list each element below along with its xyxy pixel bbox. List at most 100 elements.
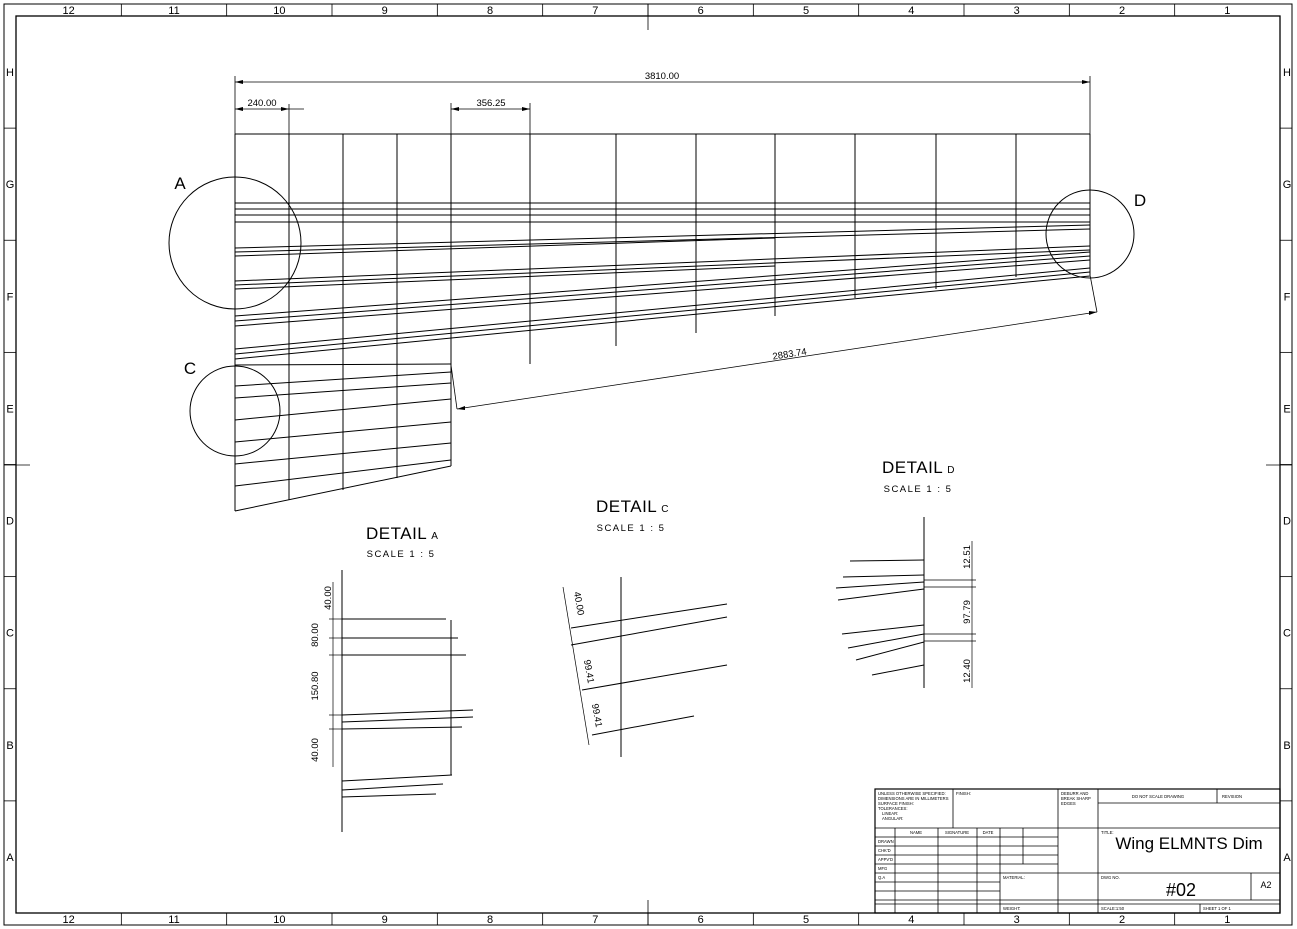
title-label: TITLE: bbox=[1101, 830, 1114, 835]
overall-span-dimension: 3810.00 bbox=[645, 71, 679, 82]
diagonal-dimension: 2883.74 bbox=[772, 347, 808, 363]
detail-a-dim-4: 40.00 bbox=[310, 738, 321, 762]
zone-row-label: A bbox=[1283, 852, 1291, 864]
detail-d-dim-2: 97.79 bbox=[962, 600, 973, 624]
do-not-scale-note: DO NOT SCALE DRAWING bbox=[1132, 794, 1184, 799]
detail-a-dim-2: 80.00 bbox=[310, 623, 321, 647]
wing-layout-view bbox=[168, 76, 1135, 512]
detail-c-dim-1: 40.00 bbox=[571, 591, 586, 616]
sheet-label: SHEET 1 OF 1 bbox=[1203, 906, 1232, 911]
detail-c-dim-2: 99.41 bbox=[581, 659, 596, 684]
spanwise-lines bbox=[234, 202, 1091, 360]
zone-row-label: E bbox=[6, 403, 13, 415]
role-checked: CHK'D bbox=[878, 848, 891, 853]
zone-row-label: C bbox=[6, 628, 14, 640]
drawing-title: Wing ELMNTS Dim bbox=[1115, 834, 1262, 853]
zone-column-label: 3 bbox=[1014, 5, 1020, 17]
material-label: MATERIAL: bbox=[1003, 875, 1025, 880]
zone-column-label: 10 bbox=[273, 914, 285, 926]
unless-note-line-6: ANGULAR: bbox=[882, 816, 903, 821]
zone-row-label: F bbox=[1284, 291, 1291, 303]
zone-column-label: 6 bbox=[698, 914, 704, 926]
zone-row-label: F bbox=[7, 291, 14, 303]
deburr-line-1: DEBURR AND bbox=[1061, 791, 1088, 796]
detail-a-dim-3: 150.80 bbox=[310, 671, 321, 700]
detail-a-label: A bbox=[174, 174, 186, 193]
unless-note-line-5: LINEAR: bbox=[882, 811, 898, 816]
weight-label: WEIGHT: bbox=[1003, 906, 1020, 911]
unless-note-line-3: SURFACE FINISH: bbox=[878, 801, 914, 806]
detail-a-dim-1: 40.00 bbox=[323, 586, 334, 610]
zone-row-label: A bbox=[6, 852, 14, 864]
zone-column-label: 8 bbox=[487, 5, 493, 17]
detail-d-dim-3: 12.40 bbox=[962, 659, 973, 683]
title-block: UNLESS OTHERWISE SPECIFIED: DIMENSIONS A… bbox=[874, 788, 1281, 914]
zone-row-label: D bbox=[6, 516, 14, 528]
role-mfg: MFG bbox=[878, 866, 887, 871]
zone-column-label: 7 bbox=[592, 5, 598, 17]
zone-column-label: 5 bbox=[803, 914, 809, 926]
sheet-size: A2 bbox=[1260, 880, 1271, 890]
zone-row-label: B bbox=[1283, 740, 1290, 752]
unless-note-line-4: TOLERANCES: bbox=[878, 806, 907, 811]
scale-label: SCALE:1:50 bbox=[1101, 906, 1125, 911]
zone-column-label: 12 bbox=[63, 5, 75, 17]
zone-row-label: D bbox=[1283, 516, 1291, 528]
zone-column-label: 1 bbox=[1224, 914, 1230, 926]
detail-a-scale: SCALE 1 : 5 bbox=[367, 549, 436, 560]
detail-c-circle bbox=[189, 365, 281, 457]
zone-column-label: 9 bbox=[382, 5, 388, 17]
wing-outline bbox=[234, 133, 1091, 512]
zone-column-label: 4 bbox=[908, 5, 914, 17]
zone-column-label: 11 bbox=[168, 914, 179, 926]
rib-lines bbox=[288, 134, 1017, 500]
zone-column-label: 1 bbox=[1224, 5, 1230, 17]
wing-annotations: 3810.00 240.00 356.25 2883.74 A C D bbox=[174, 71, 1146, 378]
dimension-lines bbox=[234, 76, 1098, 410]
root-bay-dimension: 240.00 bbox=[247, 98, 276, 109]
zone-column-label: 12 bbox=[63, 914, 75, 926]
detail-circles bbox=[168, 176, 1135, 457]
deburr-line-3: EDGES bbox=[1061, 801, 1076, 806]
header-signature: SIGNATURE bbox=[945, 830, 969, 835]
dwg-no-label: DWG NO. bbox=[1101, 875, 1120, 880]
unless-note-line-1: UNLESS OTHERWISE SPECIFIED: bbox=[878, 791, 946, 796]
deburr-line-2: BREAK SHARP bbox=[1061, 796, 1091, 801]
zone-column-label: 6 bbox=[698, 5, 704, 17]
revision-label: REVISION bbox=[1222, 794, 1242, 799]
zone-column-label: 8 bbox=[487, 914, 493, 926]
zone-column-label: 2 bbox=[1119, 914, 1125, 926]
zone-column-label: 5 bbox=[803, 5, 809, 17]
bay-width-dimension: 356.25 bbox=[476, 98, 505, 109]
zone-row-label: C bbox=[1283, 628, 1291, 640]
detail-c-scale: SCALE 1 : 5 bbox=[597, 523, 666, 534]
drawing-number: #02 bbox=[1166, 880, 1196, 900]
detail-d-circle bbox=[1045, 189, 1135, 279]
zone-column-label: 11 bbox=[168, 5, 179, 17]
zone-row-label: G bbox=[1283, 179, 1292, 191]
detail-c-label: C bbox=[184, 359, 196, 378]
zone-column-label: 3 bbox=[1014, 914, 1020, 926]
finish-label: FINISH: bbox=[956, 791, 971, 796]
role-drawn: DRAWN bbox=[878, 839, 894, 844]
zone-row-label: G bbox=[6, 179, 15, 191]
zone-column-label: 2 bbox=[1119, 5, 1125, 17]
header-name: NAME bbox=[910, 830, 922, 835]
zone-column-label: 7 bbox=[592, 914, 598, 926]
role-qa: Q.A bbox=[878, 875, 885, 880]
role-approved: APPV'D bbox=[878, 857, 893, 862]
zone-row-label: E bbox=[1283, 403, 1290, 415]
zone-row-label: B bbox=[6, 740, 13, 752]
detail-a-circle bbox=[168, 176, 302, 310]
header-date: DATE bbox=[983, 830, 994, 835]
zone-row-label: H bbox=[6, 67, 14, 79]
drawing-frame bbox=[3, 3, 1293, 926]
zone-row-label: H bbox=[1283, 67, 1291, 79]
unless-note-line-2: DIMENSIONS ARE IN MILLIMETERS bbox=[878, 796, 949, 801]
